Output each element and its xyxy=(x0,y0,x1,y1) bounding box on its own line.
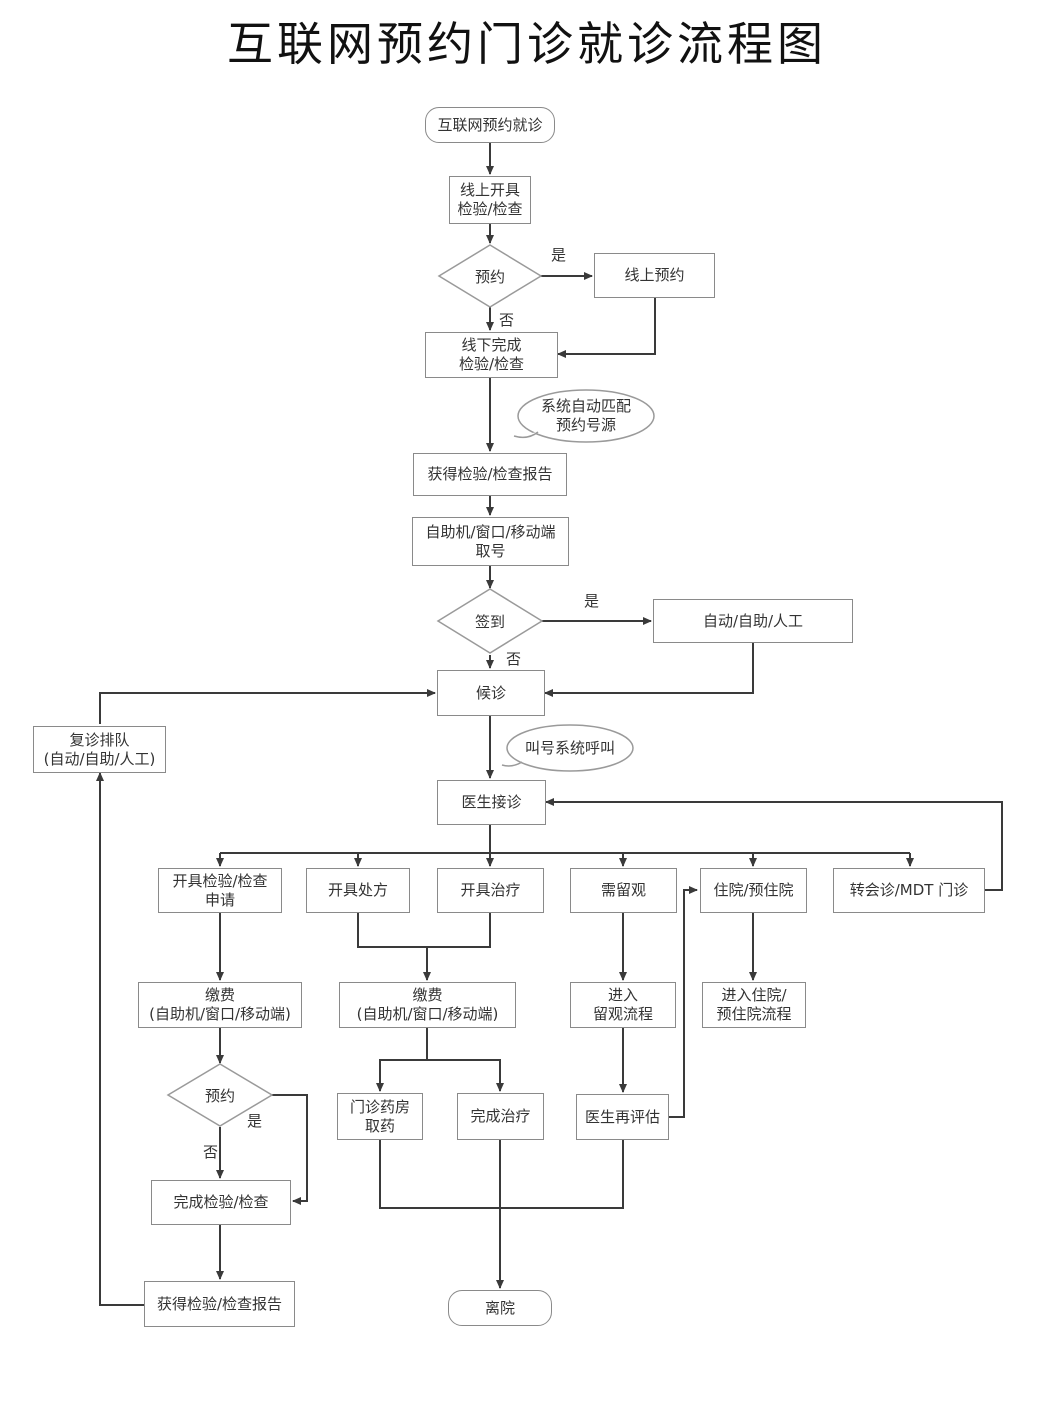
hospitalize-box: 住院/预住院 xyxy=(700,868,807,913)
auto-checkin-box: 自动/自助/人工 xyxy=(653,599,853,643)
pharmacy-box: 门诊药房 取药 xyxy=(337,1093,423,1140)
reassess-box: 医生再评估 xyxy=(576,1094,669,1140)
yes-label-appoint: 是 xyxy=(551,246,567,264)
start-node: 互联网预约就诊 xyxy=(425,107,555,143)
online-exam-box: 线上开具 检验/检查 xyxy=(449,176,531,224)
waiting-box: 候诊 xyxy=(437,670,545,716)
finish-exam-box: 完成检验/检查 xyxy=(151,1180,291,1225)
appoint-decision-label: 预约 xyxy=(474,267,505,286)
offline-exam-box: 线下完成 检验/检查 xyxy=(425,332,558,378)
prescription-box: 开具处方 xyxy=(306,868,410,913)
online-appoint-box: 线上预约 xyxy=(594,253,715,298)
doctor-box: 医生接诊 xyxy=(437,780,546,825)
referral-box: 转会诊/MDT 门诊 xyxy=(833,868,985,913)
auto-match-note: 系统自动匹配 预约号源 xyxy=(540,397,631,434)
treatment-box: 开具治疗 xyxy=(437,868,544,913)
no-label-appoint2: 否 xyxy=(203,1143,219,1161)
enter-observation-box: 进入 留观流程 xyxy=(570,982,676,1028)
yes-label-checkin: 是 xyxy=(584,592,600,610)
call-system-note: 叫号系统呼叫 xyxy=(524,738,615,757)
observation-box: 需留观 xyxy=(570,868,677,913)
finish-treatment-box: 完成治疗 xyxy=(457,1093,544,1140)
yes-label-appoint2: 是 xyxy=(247,1112,263,1130)
enter-hospital-box: 进入住院/ 预住院流程 xyxy=(702,982,806,1028)
pay-left-box: 缴费 (自助机/窗口/移动端) xyxy=(138,982,302,1028)
page-title: 互联网预约门诊就诊流程图 xyxy=(227,17,827,71)
get-report-box: 获得检验/检查报告 xyxy=(413,453,567,496)
leave-node: 离院 xyxy=(448,1290,552,1326)
no-label-appoint: 否 xyxy=(499,311,515,329)
no-label-checkin: 否 xyxy=(506,650,522,668)
appoint2-decision-label: 预约 xyxy=(204,1086,235,1105)
requeue-box: 复诊排队 (自动/自助/人工) xyxy=(33,726,166,773)
exam-request-box: 开具检验/检查 申请 xyxy=(158,868,282,913)
checkin-decision-label: 签到 xyxy=(474,612,505,631)
get-report2-box: 获得检验/检查报告 xyxy=(144,1281,295,1327)
take-number-box: 自助机/窗口/移动端 取号 xyxy=(412,517,569,566)
pay-mid-box: 缴费 (自助机/窗口/移动端) xyxy=(339,982,516,1028)
